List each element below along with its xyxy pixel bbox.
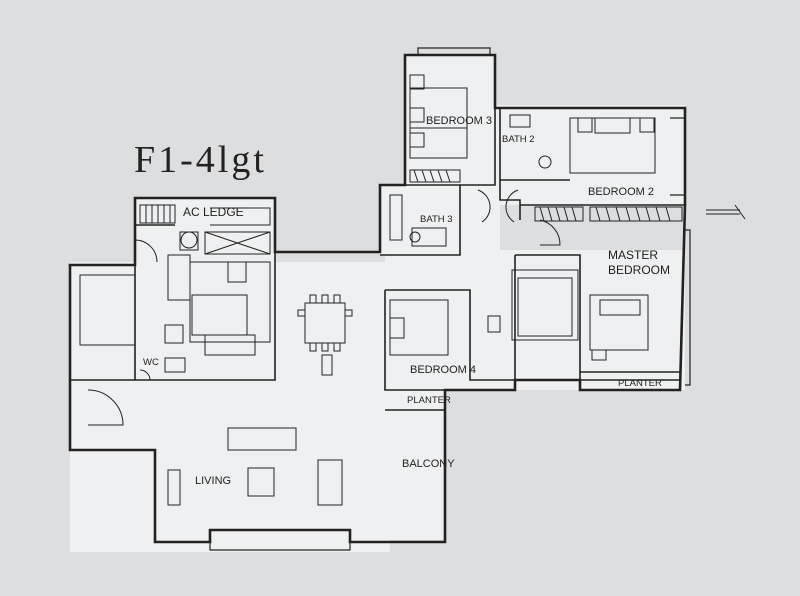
wardrobes: [139, 169, 683, 224]
label-bedroom-3: BEDROOM 3: [426, 115, 493, 127]
label-bath-3: BATH 3: [420, 214, 453, 225]
plan-title: F1-4lgt: [134, 139, 267, 181]
label-planter-balcony: PLANTER: [407, 395, 451, 406]
label-balcony: BALCONY: [402, 458, 455, 470]
internal-walls: [70, 105, 685, 411]
label-master-bedroom-line1: MASTER: [608, 248, 659, 262]
label-bedroom-2: BEDROOM 2: [588, 186, 655, 198]
floor-fill: [70, 55, 685, 552]
label-bedroom-4: BEDROOM 4: [410, 364, 477, 376]
label-living: LIVING: [195, 475, 232, 487]
label-bath-2: BATH 2: [502, 134, 535, 145]
furniture: [79, 74, 656, 506]
label-planter-master: PLANTER: [618, 378, 662, 389]
label-wc: WC: [143, 357, 159, 368]
label-master-bedroom-line2: BEDROOM: [608, 263, 671, 277]
label-ac-ledge: AC LEDGE: [183, 205, 244, 219]
